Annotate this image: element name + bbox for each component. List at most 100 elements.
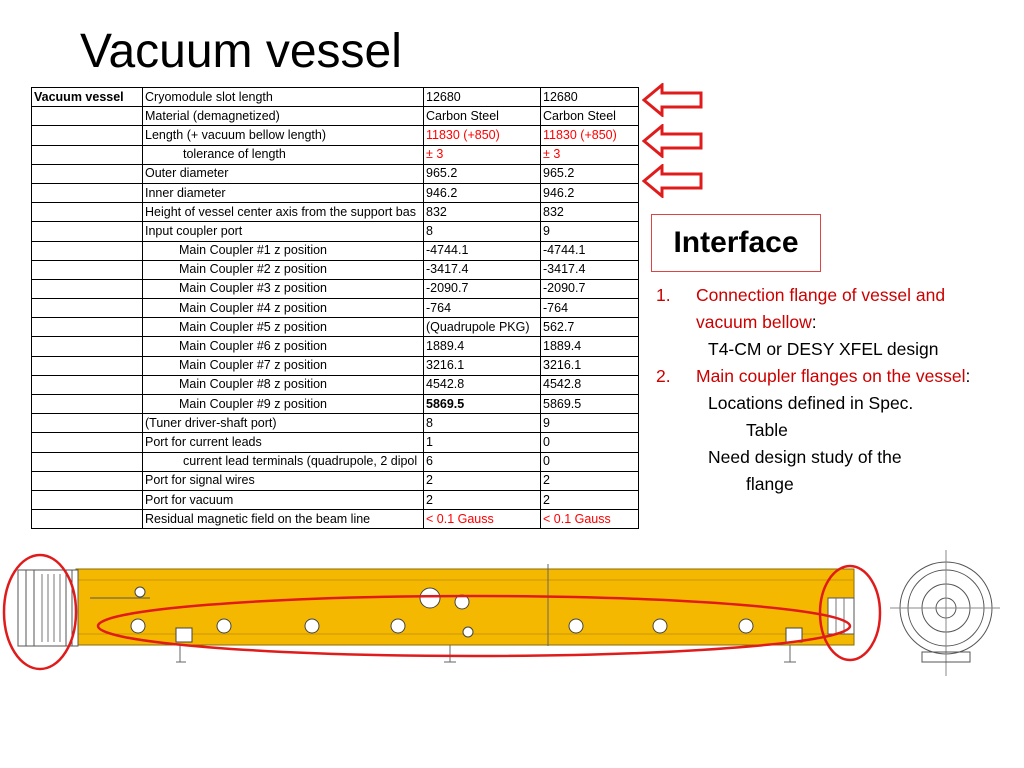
table-cell-c2: Length (+ vacuum bellow length) (142, 125, 424, 146)
table-cell-c3: 6 (423, 451, 541, 472)
table-row: Length (+ vacuum bellow length)11830 (+8… (31, 125, 639, 146)
table-cell-c2: Main Coupler #7 z position (142, 355, 424, 376)
table-cell-c2: Height of vessel center axis from the su… (142, 202, 424, 223)
table-cell-c1 (31, 221, 143, 242)
table-cell-c2: current lead terminals (quadrupole, 2 di… (142, 451, 424, 472)
table-cell-c4: 562.7 (540, 317, 639, 338)
table-cell-c3: 12680 (423, 86, 541, 108)
interface-box: Interface (651, 214, 821, 272)
table-cell-c4: 5869.5 (540, 393, 639, 415)
list-number: 1. (656, 285, 671, 305)
left-arrow-icon (642, 83, 703, 117)
left-arrow-icon (642, 124, 703, 158)
table-cell-c2: Main Coupler #3 z position (142, 278, 424, 300)
annotation-circles (2, 553, 882, 671)
coupler-ports (130, 586, 803, 643)
table-cell-c3: 1889.4 (423, 336, 541, 357)
list-subitem-continuation: Table (746, 420, 788, 440)
table-cell-c1 (31, 451, 143, 472)
table-cell-c3: (Quadrupole PKG) (423, 317, 541, 338)
table-cell-c1 (31, 106, 143, 127)
table-cell-c4: ± 3 (540, 144, 639, 165)
slide-title: Vacuum vessel (80, 25, 402, 78)
list-item: 2. Main coupler flanges on the vessel: L… (656, 363, 1001, 498)
table-cell-c2: Input coupler port (142, 221, 424, 242)
table-cell-c3: 4542.8 (423, 374, 541, 396)
vessel-cross-section (890, 550, 1000, 676)
table-cell-c3: -2090.7 (423, 278, 541, 300)
table-cell-c1 (31, 278, 143, 300)
table-cell-c1 (31, 259, 143, 280)
table-cell-c4: 946.2 (540, 182, 639, 204)
table-cell-c1 (31, 489, 143, 511)
table-cell-c2: Port for current leads (142, 432, 424, 453)
table-cell-c1 (31, 317, 143, 338)
list-colon: : (965, 366, 971, 386)
list-subitem-continuation: flange (746, 474, 794, 494)
table-cell-c4: 1889.4 (540, 336, 639, 357)
interface-list: 1. Connection flange of vessel and vacuu… (656, 282, 1001, 498)
table-cell-c3: 2 (423, 489, 541, 511)
table-cell-c4: 4542.8 (540, 374, 639, 396)
table-cell-c4: 2 (540, 470, 639, 491)
table-cell-c1 (31, 509, 143, 530)
vessel-drawing (2, 550, 1000, 676)
table-cell-c2: Main Coupler #4 z position (142, 298, 424, 319)
table-row: Main Coupler #2 z position-3417.4-3417.4 (31, 259, 639, 280)
table-cell-c4: 0 (540, 451, 639, 472)
table-cell-c3: 5869.5 (423, 393, 541, 415)
table-cell-c3: 965.2 (423, 163, 541, 184)
table-row: Main Coupler #4 z position-764-764 (31, 298, 639, 319)
table-cell-c2: Main Coupler #2 z position (142, 259, 424, 280)
list-number: 2. (656, 366, 671, 386)
list-subitem: Need design study of the (708, 447, 902, 467)
table-cell-c2: tolerance of length (142, 144, 424, 165)
list-subitem: Locations defined in Spec. (708, 393, 914, 413)
table-cell-c3: ± 3 (423, 144, 541, 165)
table-cell-c3: -3417.4 (423, 259, 541, 280)
table-cell-c4: 0 (540, 432, 639, 453)
table-cell-c1 (31, 240, 143, 261)
table-cell-c4: Carbon Steel (540, 106, 639, 127)
table-cell-c2: Outer diameter (142, 163, 424, 184)
table-cell-c1 (31, 144, 143, 165)
table-cell-c4: -3417.4 (540, 259, 639, 280)
table-cell-c1 (31, 374, 143, 396)
table-cell-c3: Carbon Steel (423, 106, 541, 127)
table-row: Residual magnetic field on the beam line… (31, 509, 639, 530)
table-cell-c4: 965.2 (540, 163, 639, 184)
table-cell-c3: -764 (423, 298, 541, 319)
table-cell-c1 (31, 393, 143, 415)
table-cell-c1 (31, 355, 143, 376)
table-cell-c1 (31, 413, 143, 434)
table-row: current lead terminals (quadrupole, 2 di… (31, 451, 639, 472)
table-cell-c3: -4744.1 (423, 240, 541, 261)
table-row: tolerance of length± 3± 3 (31, 144, 639, 165)
list-item: 1. Connection flange of vessel and vacuu… (656, 282, 1001, 363)
table-cell-c4: -2090.7 (540, 278, 639, 300)
table-cell-c2: (Tuner driver-shaft port) (142, 413, 424, 434)
table-cell-c2: Main Coupler #9 z position (142, 393, 424, 415)
table-row: Height of vessel center axis from the su… (31, 202, 639, 223)
list-heading: Main coupler flanges on the vessel (696, 366, 966, 386)
table-cell-c1 (31, 125, 143, 146)
list-heading: Connection flange of vessel and vacuum b… (696, 285, 946, 332)
table-row: Main Coupler #3 z position-2090.7-2090.7 (31, 278, 639, 300)
table-cell-c4: 2 (540, 489, 639, 511)
table-cell-c2: Material (demagnetized) (142, 106, 424, 127)
table-cell-c4: -764 (540, 298, 639, 319)
list-colon: : (811, 312, 817, 332)
list-subitem: T4-CM or DESY XFEL design (708, 339, 939, 359)
